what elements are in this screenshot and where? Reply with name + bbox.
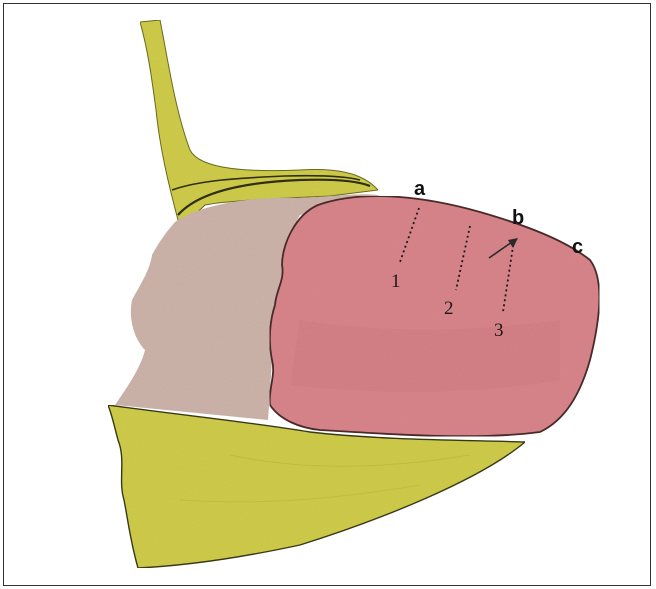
muscle-shading	[290, 320, 560, 392]
label-b: b	[512, 207, 524, 229]
muscle-belly	[270, 196, 600, 436]
label-2: 2	[444, 298, 454, 319]
label-1: 1	[391, 271, 401, 292]
label-3: 3	[494, 320, 504, 341]
label-a: a	[414, 178, 426, 200]
upper-fascia-strap	[140, 20, 378, 220]
label-c: c	[572, 236, 583, 258]
